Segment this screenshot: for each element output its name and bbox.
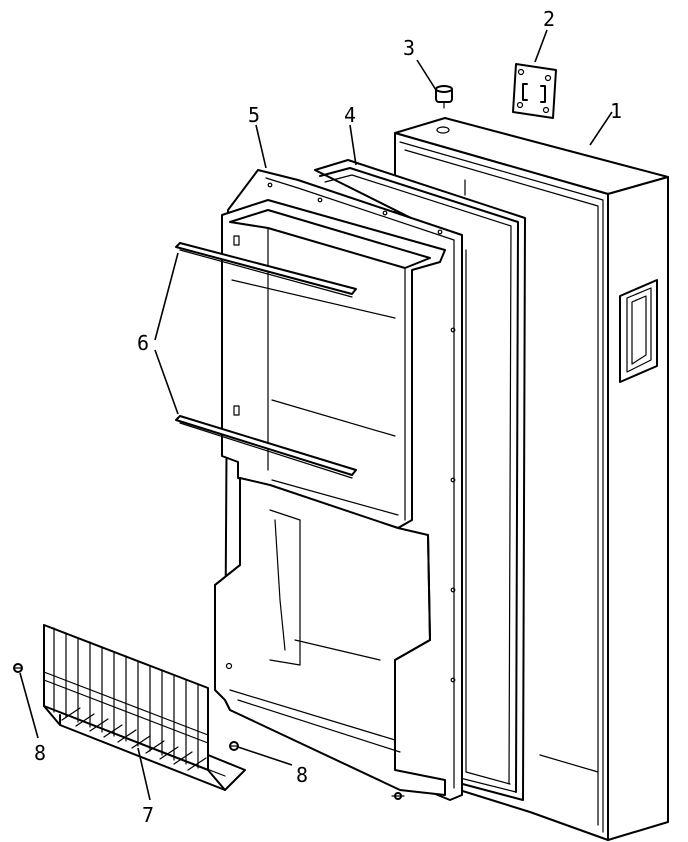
callout-4: 4 bbox=[344, 103, 356, 127]
part-3-hinge-pin bbox=[435, 85, 453, 109]
callout-labels: 1 2 3 4 5 6 7 8 8 bbox=[34, 7, 622, 827]
shelf-bar-lower bbox=[175, 415, 357, 479]
loose-screw bbox=[391, 792, 405, 800]
part-6-shelf-bars bbox=[175, 242, 357, 479]
shelf-bar-upper bbox=[175, 242, 357, 298]
callout-3: 3 bbox=[403, 36, 415, 60]
part-8-screw-left bbox=[13, 663, 23, 673]
callout-8-right: 8 bbox=[296, 763, 308, 787]
callout-8-left: 8 bbox=[34, 741, 46, 765]
part-8-screw-right bbox=[229, 741, 239, 751]
part-2-hinge-plate bbox=[512, 63, 557, 119]
door-handle bbox=[619, 279, 658, 383]
leader-lines bbox=[19, 29, 613, 801]
callout-5: 5 bbox=[248, 103, 260, 127]
callout-7: 7 bbox=[142, 803, 154, 827]
callout-1: 1 bbox=[610, 99, 622, 123]
callout-6: 6 bbox=[137, 331, 149, 355]
callout-2: 2 bbox=[543, 7, 555, 31]
part-7-wire-basket bbox=[43, 624, 246, 791]
part-5-inner-door-liner bbox=[214, 169, 463, 801]
